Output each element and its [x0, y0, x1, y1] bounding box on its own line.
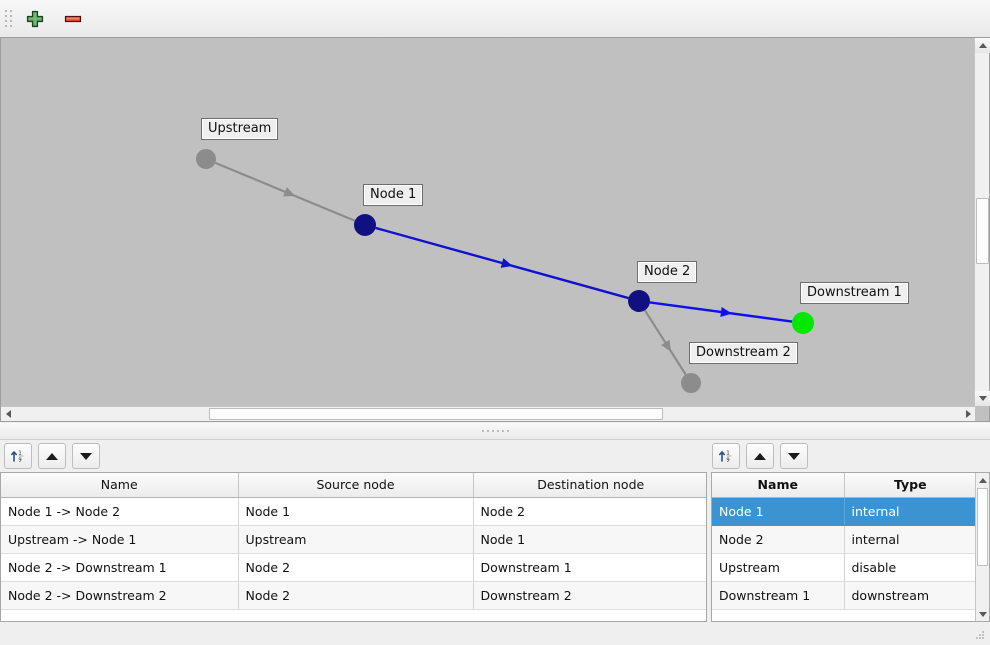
graph-edges-layer: [214, 161, 793, 376]
graph-node-label-upstream[interactable]: Upstream: [201, 118, 279, 140]
links-column-header[interactable]: Name: [1, 473, 239, 498]
status-bar: [0, 623, 990, 645]
svg-text:1: 1: [18, 451, 21, 457]
nodes-vscroll-thumb[interactable]: [977, 488, 988, 566]
svg-text:9: 9: [18, 457, 21, 463]
graph-node-label-downstream1[interactable]: Downstream 1: [800, 282, 909, 304]
graph-edge[interactable]: [214, 161, 356, 222]
plus-icon: [26, 10, 44, 27]
graph-node-downstream2[interactable]: [681, 373, 701, 393]
links-cell-destination[interactable]: Downstream 1: [473, 553, 706, 582]
links-cell-source[interactable]: Upstream: [238, 525, 474, 554]
nodes-cell-type[interactable]: downstream: [844, 581, 976, 610]
nodes-table-empty-area: [712, 610, 976, 621]
graph-node-node1[interactable]: [354, 214, 376, 236]
main-toolbar: [0, 0, 990, 38]
nodes-table-vertical-scrollbar[interactable]: [975, 473, 989, 621]
graph-node-node2[interactable]: [628, 290, 650, 312]
scroll-up-arrow[interactable]: [976, 473, 989, 487]
graph-edge-arrowhead: [283, 187, 296, 197]
links-cell-destination[interactable]: Node 1: [473, 525, 706, 554]
nodes-cell-name[interactable]: Node 1: [712, 497, 845, 526]
window-resize-grip[interactable]: [976, 631, 988, 643]
links-column-header[interactable]: Destination node: [473, 473, 706, 498]
graph-edge-arrowhead: [661, 339, 672, 352]
nodes-cell-type[interactable]: internal: [844, 497, 976, 526]
graph-horizontal-scrollbar[interactable]: [1, 406, 975, 421]
nodes-column-header[interactable]: Name: [712, 473, 845, 498]
links-cell-name[interactable]: Node 2 -> Downstream 2: [1, 581, 239, 610]
graph-edge-arrowhead: [500, 258, 513, 268]
nodes-cell-name[interactable]: Upstream: [712, 553, 845, 582]
links-toolbar: 1 9: [4, 443, 100, 469]
graph-hscroll-thumb[interactable]: [209, 408, 663, 420]
remove-icon-button[interactable]: [55, 3, 91, 35]
graph-node-label-downstream2[interactable]: Downstream 2: [689, 342, 798, 364]
links-cell-destination[interactable]: Downstream 2: [473, 581, 706, 610]
graph-node-upstream[interactable]: [196, 149, 216, 169]
scroll-left-arrow[interactable]: [1, 407, 15, 421]
links-cell-source[interactable]: Node 2: [238, 581, 474, 610]
splitter-grip[interactable]: [481, 430, 509, 432]
scroll-up-arrow[interactable]: [975, 38, 990, 53]
graph-node-downstream1[interactable]: [792, 312, 814, 334]
graph-node-label-node1[interactable]: Node 1: [363, 184, 424, 206]
nodes-cell-name[interactable]: Node 2: [712, 525, 845, 554]
links-move-up-button[interactable]: [38, 443, 66, 469]
minus-icon: [64, 15, 82, 22]
svg-text:1: 1: [726, 451, 729, 457]
toolbar-drag-handle[interactable]: [3, 7, 15, 31]
links-column-header[interactable]: Source node: [238, 473, 474, 498]
links-table-empty-area: [1, 610, 706, 621]
nodes-cell-type[interactable]: disable: [844, 553, 976, 582]
sort-icon: 1 9: [11, 451, 24, 463]
nodes-move-down-button[interactable]: [780, 443, 808, 469]
links-cell-source[interactable]: Node 2: [238, 553, 474, 582]
links-cell-name[interactable]: Node 1 -> Node 2: [1, 497, 239, 526]
svg-text:9: 9: [726, 457, 729, 463]
triangle-down-icon: [788, 452, 800, 460]
graph-node-label-node2[interactable]: Node 2: [637, 261, 698, 283]
links-cell-source[interactable]: Node 1: [238, 497, 474, 526]
nodes-sort-button[interactable]: 1 9: [712, 443, 740, 469]
graph-vertical-scrollbar[interactable]: [974, 38, 990, 406]
links-cell-name[interactable]: Upstream -> Node 1: [1, 525, 239, 554]
nodes-column-header[interactable]: Type: [844, 473, 976, 498]
nodes-toolbar: 1 9: [712, 443, 808, 469]
triangle-down-icon: [80, 452, 92, 460]
add-icon-button[interactable]: [17, 3, 53, 35]
graph-vscroll-thumb[interactable]: [976, 198, 989, 264]
links-move-down-button[interactable]: [72, 443, 100, 469]
triangle-up-icon: [46, 452, 58, 460]
scroll-down-arrow[interactable]: [976, 607, 989, 621]
panel-splitter[interactable]: [0, 423, 990, 440]
scroll-right-arrow[interactable]: [961, 407, 975, 421]
links-sort-button[interactable]: 1 9: [4, 443, 32, 469]
triangle-up-icon: [754, 452, 766, 460]
graph-edge-arrowhead: [720, 307, 732, 317]
nodes-cell-type[interactable]: internal: [844, 525, 976, 554]
scroll-down-arrow[interactable]: [975, 391, 990, 406]
nodes-move-up-button[interactable]: [746, 443, 774, 469]
links-cell-destination[interactable]: Node 2: [473, 497, 706, 526]
nodes-cell-name[interactable]: Downstream 1: [712, 581, 845, 610]
links-cell-name[interactable]: Node 2 -> Downstream 1: [1, 553, 239, 582]
sort-icon: 1 9: [719, 451, 732, 463]
